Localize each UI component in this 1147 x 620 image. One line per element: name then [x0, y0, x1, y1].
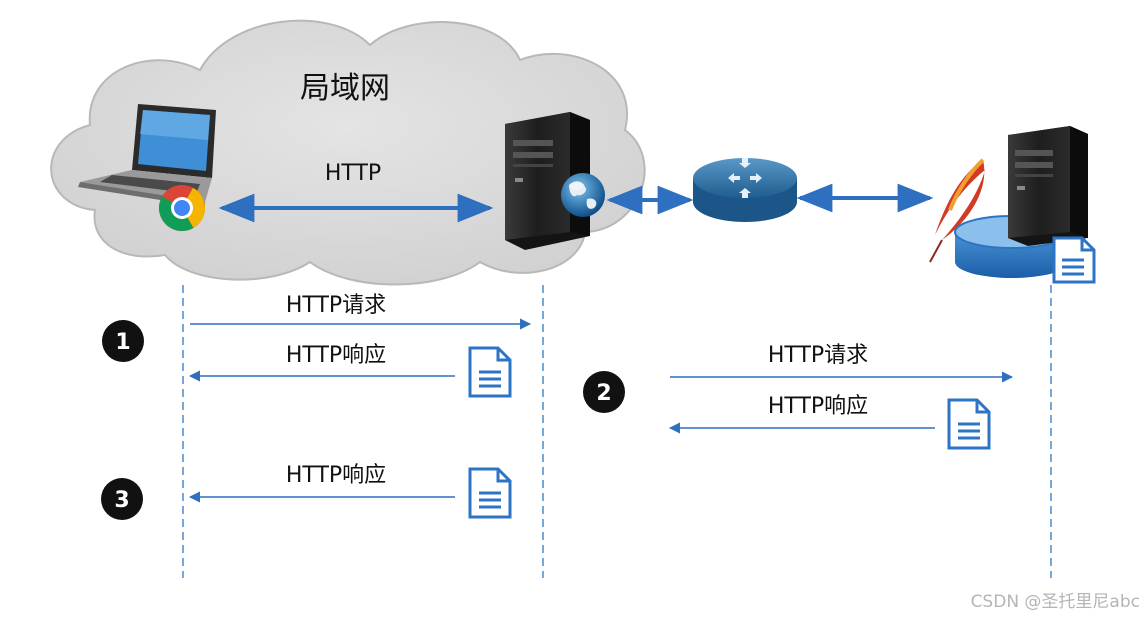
document-icon: [468, 346, 512, 398]
document-icon: [1052, 236, 1096, 284]
step-number: 1: [115, 330, 130, 355]
step-3: 3 HTTP响应: [101, 463, 455, 520]
chrome-icon: [159, 185, 205, 231]
step-badge: [583, 371, 625, 413]
router-icon: [693, 158, 797, 222]
cloud-label: 局域网: [300, 71, 390, 106]
step-badge: [101, 478, 143, 520]
request-label: HTTP请求: [286, 293, 386, 318]
step-2: 2 HTTP请求 HTTP响应: [583, 343, 1014, 434]
watermark: CSDN @圣托里尼abc: [971, 592, 1140, 612]
step-number: 3: [114, 488, 129, 513]
response-label: HTTP响应: [768, 394, 868, 419]
globe-icon: [561, 173, 605, 217]
step-badge: [102, 320, 144, 362]
step-number: 2: [596, 381, 611, 406]
apache-feather-icon: [929, 158, 985, 263]
response-label: HTTP响应: [286, 343, 386, 368]
web-server-icon: [1008, 126, 1088, 246]
lan-link-label: HTTP: [325, 161, 381, 186]
document-icon: [468, 467, 512, 519]
document-icon: [947, 398, 991, 450]
step-1: 1 HTTP请求 HTTP响应: [102, 293, 532, 382]
response-label: HTTP响应: [286, 463, 386, 488]
request-label: HTTP请求: [768, 343, 868, 368]
